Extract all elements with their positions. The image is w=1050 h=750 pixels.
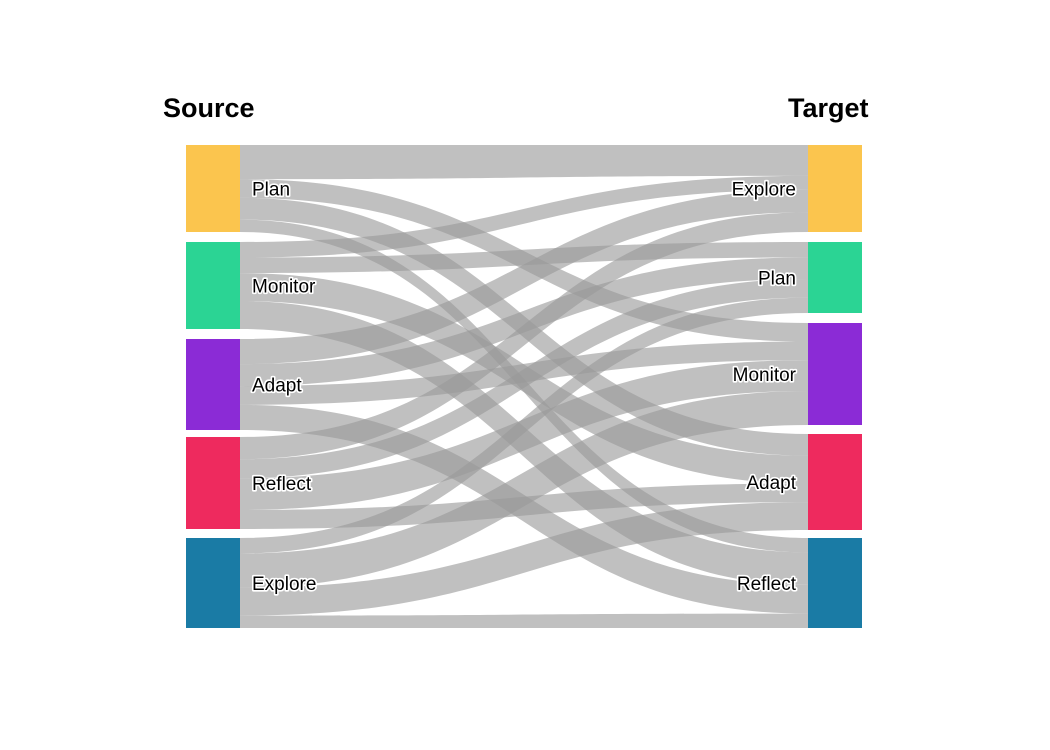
sankey-label-source-explore: Explore bbox=[252, 574, 316, 595]
sankey-label-target-monitor: Monitor bbox=[733, 365, 797, 386]
sankey-label-source-adapt: Adapt bbox=[252, 376, 302, 397]
sankey-node-source-adapt[interactable] bbox=[186, 339, 240, 430]
sankey-label-target-reflect: Reflect bbox=[737, 574, 797, 595]
sankey-label-source-plan: Plan bbox=[252, 180, 290, 201]
sankey-link[interactable] bbox=[240, 297, 808, 554]
sankey-node-target-explore[interactable] bbox=[808, 145, 862, 232]
sankey-link[interactable] bbox=[240, 613, 808, 628]
sankey-link[interactable] bbox=[240, 360, 808, 510]
sankey-node-target-adapt[interactable] bbox=[808, 434, 862, 530]
sankey-node-target-reflect[interactable] bbox=[808, 538, 862, 628]
source-column-header: Source bbox=[163, 93, 255, 123]
sankey-nodes-group bbox=[186, 145, 862, 628]
sankey-link[interactable] bbox=[240, 145, 808, 180]
sankey-node-target-plan[interactable] bbox=[808, 242, 862, 313]
sankey-node-source-monitor[interactable] bbox=[186, 242, 240, 329]
sankey-label-target-plan: Plan bbox=[758, 269, 796, 290]
sankey-node-source-explore[interactable] bbox=[186, 538, 240, 628]
sankey-links-group bbox=[240, 145, 808, 628]
sankey-node-source-plan[interactable] bbox=[186, 145, 240, 232]
sankey-label-source-monitor: Monitor bbox=[252, 277, 316, 298]
sankey-node-target-monitor[interactable] bbox=[808, 323, 862, 425]
sankey-link[interactable] bbox=[240, 391, 808, 588]
sankey-node-source-reflect[interactable] bbox=[186, 437, 240, 529]
sankey-labels-group: PlanMonitorAdaptReflectExploreExplorePla… bbox=[250, 178, 798, 597]
sankey-label-target-explore: Explore bbox=[732, 180, 796, 201]
sankey-link[interactable] bbox=[240, 212, 808, 460]
sankey-label-target-adapt: Adapt bbox=[746, 473, 796, 494]
sankey-link[interactable] bbox=[240, 279, 808, 479]
sankey-link[interactable] bbox=[240, 257, 808, 387]
sankey-link[interactable] bbox=[240, 502, 808, 616]
sankey-link[interactable] bbox=[240, 175, 808, 258]
target-column-header: Target bbox=[788, 93, 869, 123]
sankey-link[interactable] bbox=[240, 189, 808, 365]
sankey-label-source-reflect: Reflect bbox=[252, 474, 312, 495]
